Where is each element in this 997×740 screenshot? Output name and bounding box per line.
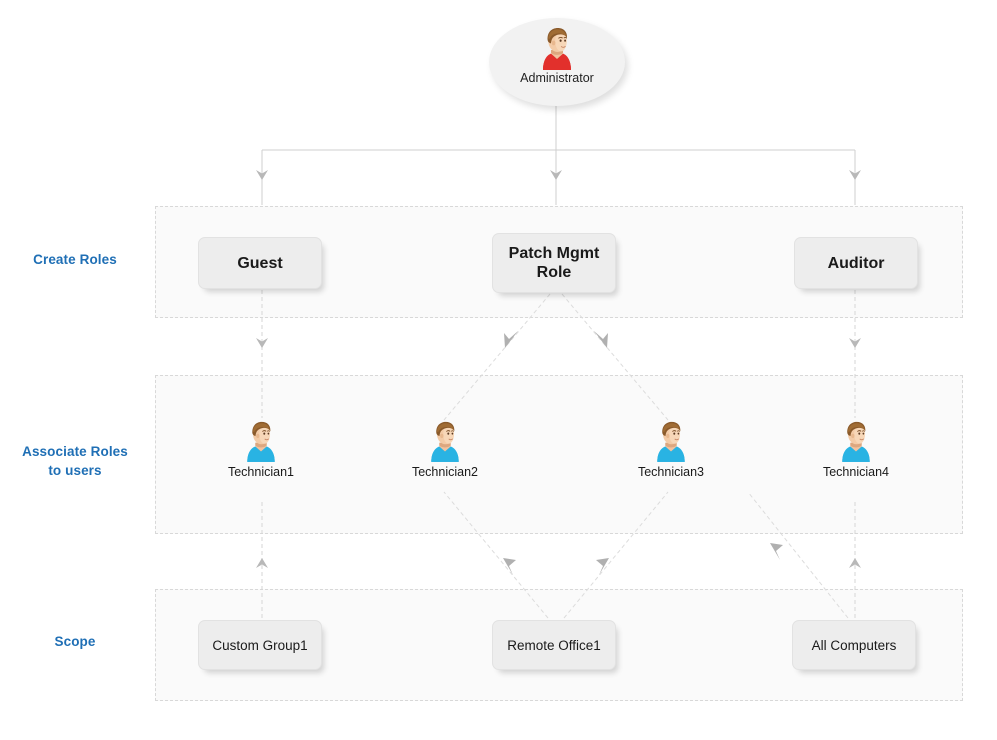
lane-label-create-roles: Create Roles [0,250,150,269]
administrator-label: Administrator [520,71,594,85]
lane-label-scope: Scope [0,632,150,651]
node-user-technician2[interactable]: Technician2 [380,418,510,479]
node-scope-custom-group1[interactable]: Custom Group1 [198,620,322,670]
technician-avatar-icon [657,421,685,462]
node-role-guest[interactable]: Guest [198,237,322,289]
node-user-technician3[interactable]: Technician3 [606,418,736,479]
administrator-avatar-icon [543,28,571,70]
role-auditor-label: Auditor [827,254,885,272]
scope-custom-group1-label: Custom Group1 [212,637,308,653]
node-user-technician1[interactable]: Technician1 [196,418,326,479]
technician-avatar-icon [431,421,459,462]
user-technician1-label: Technician1 [227,465,294,479]
lane-label-associate-roles: Associate Roles to users [0,442,150,480]
role-patch-mgmt-line1: Patch Mgmt [508,245,600,262]
node-scope-remote-office1[interactable]: Remote Office1 [492,620,616,670]
lane-label-create-roles-text: Create Roles [33,252,117,267]
scope-remote-office1-label: Remote Office1 [507,637,601,653]
role-patch-mgmt-line2: Role [536,264,572,281]
scope-all-computers-label: All Computers [811,637,897,653]
user-technician3-label: Technician3 [637,465,704,479]
lane-label-associate-roles-line1: Associate Roles [22,444,128,459]
node-scope-all-computers[interactable]: All Computers [792,620,916,670]
lane-label-associate-roles-line2: to users [48,463,102,478]
user-technician4-label: Technician4 [822,465,889,479]
technician-avatar-icon [247,421,275,462]
node-role-auditor[interactable]: Auditor [794,237,918,289]
technician-avatar-icon [842,421,870,462]
node-user-technician4[interactable]: Technician4 [791,418,921,479]
role-guest-label: Guest [237,254,283,272]
node-role-patch-mgmt[interactable]: Patch Mgmt Role [492,233,616,293]
lane-label-scope-text: Scope [54,634,96,649]
node-administrator[interactable]: Administrator [489,18,625,106]
role-patch-mgmt-label: Patch Mgmt Role [509,244,600,282]
user-technician2-label: Technician2 [411,465,478,479]
